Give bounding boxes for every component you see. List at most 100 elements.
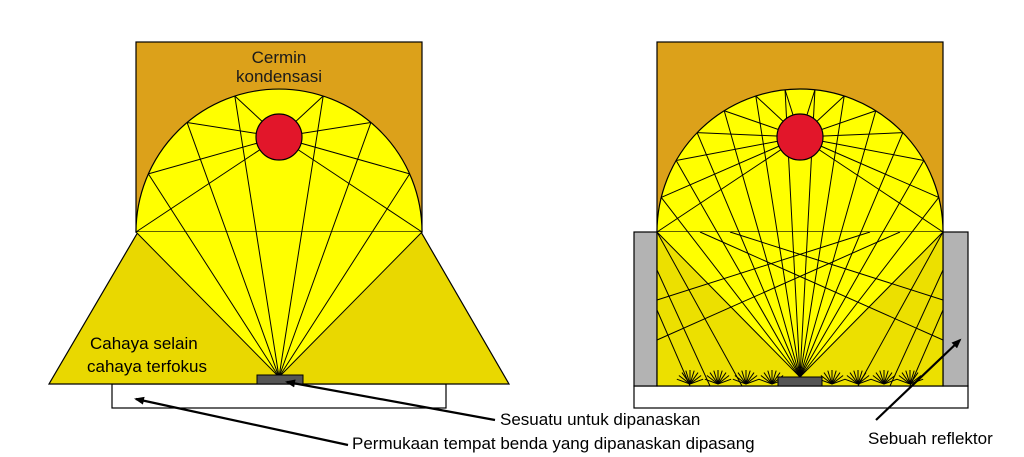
reflected-ray-burst <box>823 372 833 385</box>
light-ray <box>278 122 372 378</box>
mirror-label-line1: Cermin <box>252 48 307 67</box>
light-ray <box>234 95 280 378</box>
reflected-ray-burst <box>745 375 758 385</box>
left-light-rays <box>135 95 423 378</box>
reflected-ray-burst <box>709 372 719 385</box>
reflected-ray-burst <box>713 370 719 385</box>
reflected-ray-burst <box>883 370 889 385</box>
reflected-ray-burst <box>831 378 846 385</box>
reflected-ray <box>656 231 901 341</box>
left-heated-object <box>256 374 304 385</box>
reflected-ray <box>857 231 944 387</box>
reflected-ray-burst <box>883 372 893 385</box>
reflected-ray-burst <box>732 378 747 385</box>
reflected-ray-burst <box>706 375 719 385</box>
reflected-ray-burst <box>857 375 870 385</box>
reflected-ray-burst <box>909 375 922 385</box>
unfocused-light-label-line2: cahaya terfokus <box>87 357 207 376</box>
reflected-ray-burst <box>883 378 898 385</box>
light-ray <box>656 136 801 233</box>
reflected-ray-burst <box>685 370 691 385</box>
reflected-ray-burst <box>849 372 859 385</box>
right-mounting-surface <box>633 385 969 409</box>
light-ray <box>147 173 280 378</box>
reflected-ray <box>909 309 944 387</box>
reflected-ray-burst <box>745 378 760 385</box>
reflected-ray-burst <box>767 370 773 385</box>
right-lamp <box>776 113 824 161</box>
right-panel <box>633 41 969 409</box>
reflected-ray-burst <box>883 375 896 385</box>
reflected-ray <box>699 231 944 341</box>
reflected-ray-burst <box>717 372 727 385</box>
left-mounting-surface <box>111 383 447 409</box>
reflected-ray-burst <box>831 372 841 385</box>
light-ray <box>799 132 904 378</box>
reflected-ray-burst <box>827 370 833 385</box>
reflected-ray-burst <box>689 372 699 385</box>
light-ray <box>656 231 801 378</box>
light-ray <box>278 173 411 378</box>
reflected-ray-burst <box>857 370 863 385</box>
light-ray <box>799 231 944 378</box>
reflected-ray-burst <box>844 378 859 385</box>
reflected-ray-burst <box>896 378 911 385</box>
light-ray <box>278 231 423 378</box>
left-panel <box>47 41 511 409</box>
light-ray <box>278 136 423 233</box>
reflected-ray-burst <box>717 375 730 385</box>
reflected-ray-burst <box>678 375 691 385</box>
left-focus-region <box>136 232 422 377</box>
light-ray <box>278 95 324 378</box>
light-ray <box>723 110 801 378</box>
arrow-to-heated-object <box>285 379 496 422</box>
mirror-label-line2: kondensasi <box>236 67 322 86</box>
arrow-to-reflector <box>875 338 962 421</box>
light-ray <box>799 136 939 198</box>
reflected-ray-burst <box>879 370 885 385</box>
light-ray <box>186 122 280 378</box>
arrow-to-mounting-surface <box>134 396 349 447</box>
light-ray <box>135 231 280 378</box>
reflected-ray-burst <box>831 370 837 385</box>
light-ray <box>799 110 877 378</box>
light-ray <box>799 95 845 378</box>
right-reflector-wall <box>942 231 969 387</box>
light-ray <box>135 136 280 233</box>
light-ray <box>799 136 944 233</box>
reflected-ray-burst <box>820 375 833 385</box>
reflected-ray-burst <box>741 370 747 385</box>
reflected-ray-burst <box>717 378 732 385</box>
reflected-ray-burst <box>901 372 911 385</box>
reflected-ray-burst <box>676 378 691 385</box>
reflected-ray-burst <box>872 375 885 385</box>
reflected-ray-burst <box>717 370 723 385</box>
reflected-ray-burst <box>857 372 867 385</box>
light-ray <box>799 160 925 378</box>
reflected-ray-burst <box>760 375 773 385</box>
reflected-ray-burst <box>704 378 719 385</box>
right-reflected-ray-bursts <box>676 370 924 385</box>
reflected-ray-burst <box>758 378 773 385</box>
right-focus-region <box>657 232 943 377</box>
unfocused-light-label-line1: Cahaya selain <box>90 334 198 353</box>
left-reflector-wall <box>633 231 658 387</box>
mounting-surface-label: Permukaan tempat benda yang dipanaskan d… <box>352 434 755 453</box>
reflected-ray-burst <box>689 378 704 385</box>
reflected-ray <box>656 309 691 387</box>
reflected-ray-burst <box>745 372 755 385</box>
reflected-ray-burst <box>875 372 885 385</box>
left-lamp <box>255 113 303 161</box>
reflected-ray-burst <box>831 375 844 385</box>
light-ray <box>696 132 801 378</box>
reflected-ray-burst <box>734 375 747 385</box>
reflected-ray-burst <box>745 370 751 385</box>
reflected-ray-burst <box>898 375 911 385</box>
right-heated-object <box>777 376 823 387</box>
heated-object-label: Sesuatu untuk dipanaskan <box>500 410 700 429</box>
light-ray <box>660 197 801 378</box>
reflected-ray-burst <box>689 375 702 385</box>
reflected-ray-burst <box>857 378 872 385</box>
reflected-ray-burst <box>681 372 691 385</box>
